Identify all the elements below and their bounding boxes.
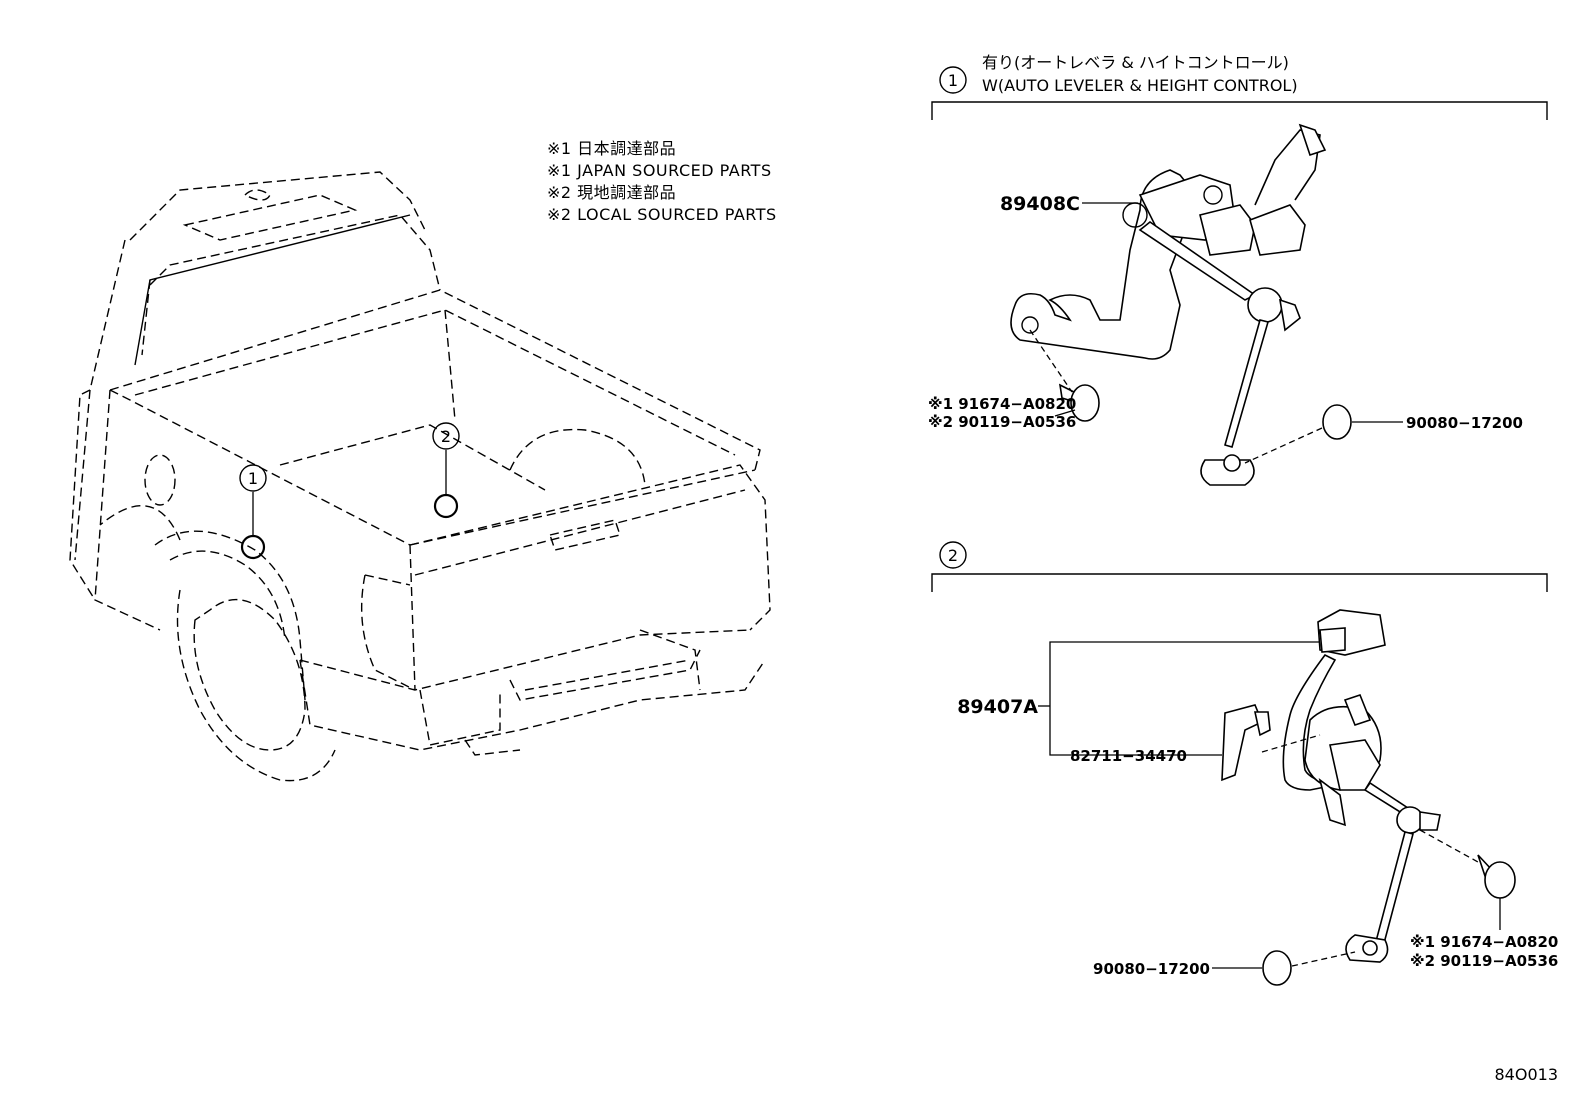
note-1-en: ※1 JAPAN SOURCED PARTS <box>547 161 772 180</box>
section-1-title-jp: 有り(オートレベラ & ハイトコントロール) <box>982 53 1289 72</box>
part-89407A: 89407A <box>957 696 1038 718</box>
note-2-jp: ※2 現地調達部品 <box>547 183 676 202</box>
diagram-code: 84O013 <box>1495 1065 1559 1084</box>
section-1-marker: 1 <box>948 71 958 90</box>
part-bolt-1-s2: ※1 91674−A0820 <box>1410 933 1558 951</box>
truck-callout-2: 2 <box>441 427 451 446</box>
part-bolt-2-s1: ※2 90119−A0536 <box>928 413 1076 431</box>
note-2-en: ※2 LOCAL SOURCED PARTS <box>547 205 777 224</box>
section-2-marker: 2 <box>948 546 958 565</box>
part-82711-34470: 82711−34470 <box>1070 747 1187 765</box>
truck-illustration <box>69 171 771 782</box>
part-89408C: 89408C <box>1000 193 1080 215</box>
part-bolt-1-s1: ※1 91674−A0820 <box>928 395 1076 413</box>
part-nut-s2: 90080−17200 <box>1093 960 1210 978</box>
part-bolt-2-s2: ※2 90119−A0536 <box>1410 952 1558 970</box>
note-1-jp: ※1 日本調達部品 <box>547 139 676 158</box>
section-1 <box>931 66 1548 486</box>
part-nut-s1: 90080−17200 <box>1406 414 1523 432</box>
sourcing-notes: ※1 日本調達部品 ※1 JAPAN SOURCED PARTS ※2 現地調達… <box>547 139 777 224</box>
section-1-title-en: W(AUTO LEVELER & HEIGHT CONTROL) <box>982 76 1298 95</box>
section-2 <box>931 541 1548 986</box>
truck-callout-1: 1 <box>248 469 258 488</box>
